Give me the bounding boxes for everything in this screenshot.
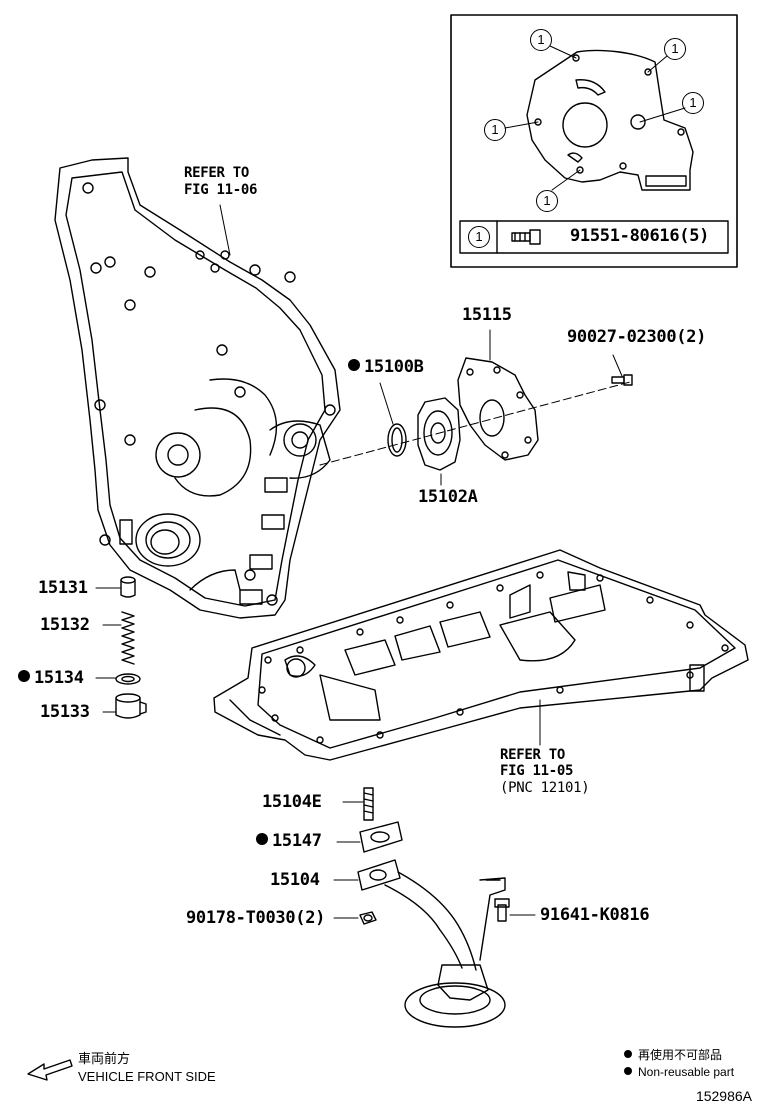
part-91641-K0816[interactable]: 91641-K0816 xyxy=(540,905,650,925)
part-90178-T0030[interactable]: 90178-T0030(2) xyxy=(186,908,326,928)
part-15131[interactable]: 15131 xyxy=(38,578,88,598)
part-15102A[interactable]: 15102A xyxy=(418,487,478,507)
legend-dot-icon xyxy=(624,1050,632,1058)
bolt-icon xyxy=(511,229,541,245)
vehicle-front-en: VEHICLE FRONT SIDE xyxy=(78,1069,216,1084)
part-15133[interactable]: 15133 xyxy=(40,702,90,722)
pan-refer-line3[interactable]: (PNC 12101) xyxy=(500,780,590,796)
oil-pump xyxy=(387,357,633,471)
pan-refer-line2[interactable]: FIG 11-05 xyxy=(500,763,574,779)
inset-oil-pump-plate xyxy=(526,49,694,191)
part-15104[interactable]: 15104 xyxy=(270,870,320,890)
oil-pan xyxy=(213,549,749,761)
part-90027-02300[interactable]: 90027-02300(2) xyxy=(567,327,707,347)
inset-callout-4: 1 xyxy=(484,119,506,141)
non-reusable-dot-icon xyxy=(18,670,30,682)
non-reusable-dot-icon xyxy=(256,833,268,845)
inset-bolt-part-number[interactable]: 91551-80616(5) xyxy=(570,226,710,246)
part-15104E[interactable]: 15104E xyxy=(262,792,322,812)
strainer-parts xyxy=(357,787,510,1028)
inset-callout-3: 1 xyxy=(682,92,704,114)
inset-callout-2: 1 xyxy=(664,38,686,60)
relief-valve-parts xyxy=(115,576,147,719)
illustration-number: 152986A xyxy=(695,1088,752,1104)
timing-chain-cover xyxy=(54,157,341,619)
legend-dot-icon xyxy=(624,1067,632,1075)
inset-callout-1: 1 xyxy=(530,29,552,51)
inset-box xyxy=(450,14,738,268)
pan-refer-line1: REFER TO xyxy=(500,747,566,763)
cover-refer-line1: REFER TO xyxy=(184,165,250,181)
cover-refer-line2[interactable]: FIG 11-06 xyxy=(184,182,258,198)
front-arrow-icon xyxy=(27,1059,73,1081)
part-15115[interactable]: 15115 xyxy=(462,305,512,325)
part-15147[interactable]: 15147 xyxy=(256,833,322,850)
inset-key-symbol: 1 xyxy=(468,226,490,248)
legend-jp: 再使用不可部品 xyxy=(624,1046,722,1063)
legend-en: Non-reusable part xyxy=(624,1065,734,1079)
non-reusable-dot-icon xyxy=(348,359,360,371)
part-15134[interactable]: 15134 xyxy=(18,670,84,687)
inset-callout-5: 1 xyxy=(536,190,558,212)
vehicle-front-jp: 車両前方 xyxy=(78,1051,131,1066)
part-15100B[interactable]: 15100B xyxy=(348,359,424,376)
vehicle-front-label: 車両前方 VEHICLE FRONT SIDE xyxy=(78,1050,216,1086)
part-15132[interactable]: 15132 xyxy=(40,615,90,635)
